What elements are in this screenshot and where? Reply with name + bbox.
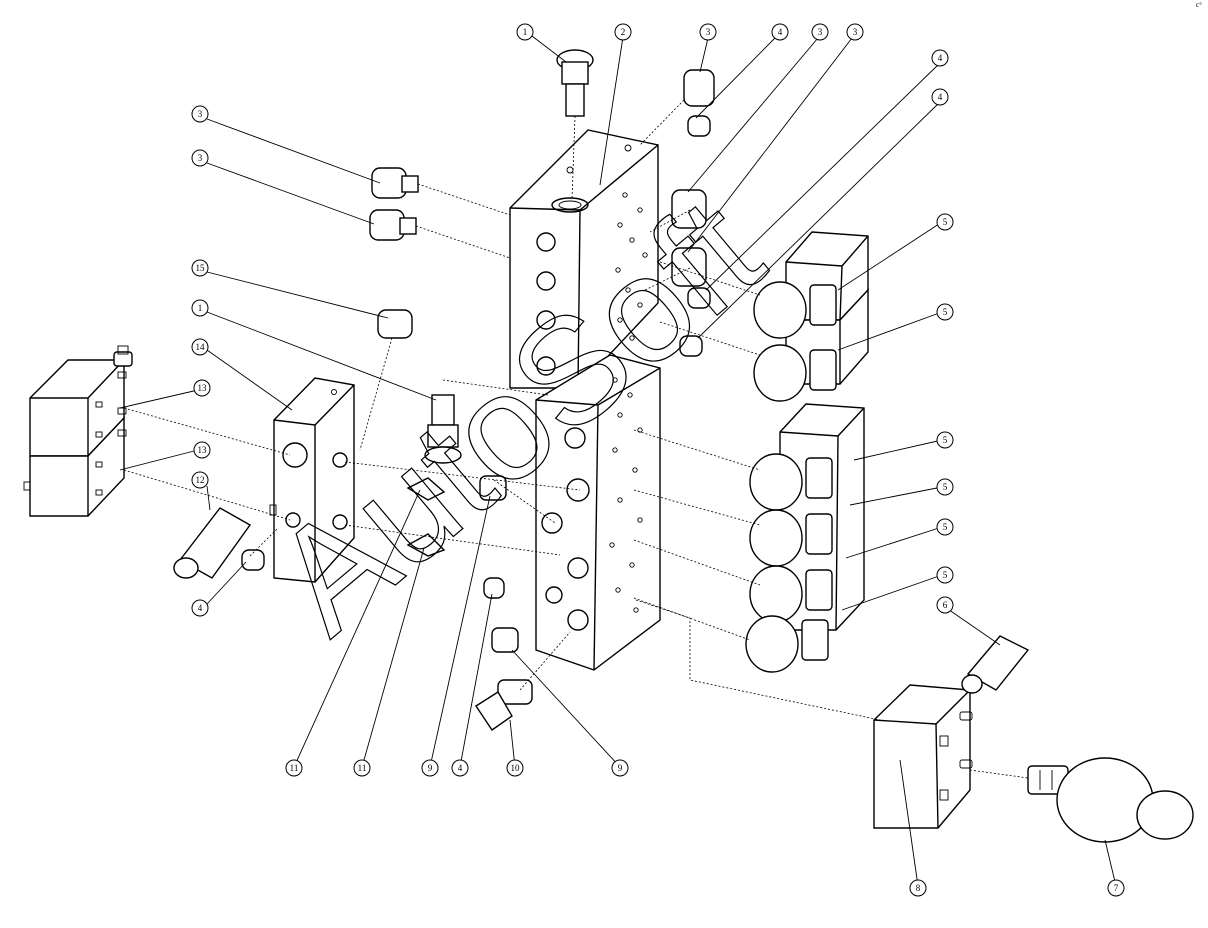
svg-text:3: 3: [198, 109, 203, 119]
plug-4-c: [679, 335, 703, 357]
balloon-9-b: 9: [611, 759, 629, 777]
leader-lines: [119, 35, 1117, 887]
svg-text:4: 4: [458, 763, 463, 773]
svg-text:3: 3: [198, 153, 203, 163]
balloon-4-b: 4: [931, 49, 949, 67]
svg-text:1: 1: [198, 303, 203, 313]
plug-15: [377, 309, 413, 339]
svg-text:7: 7: [1114, 883, 1119, 893]
assembly-lines: [123, 99, 1029, 779]
plug-4-d: [241, 549, 265, 571]
solenoid-valve-stack-upper: [753, 231, 869, 402]
svg-text:1: 1: [523, 27, 528, 37]
svg-text:11: 11: [358, 763, 367, 773]
solenoid-coil-lower: [23, 416, 127, 517]
balloon-7: 7: [1107, 879, 1125, 897]
plug-3-b: [369, 209, 417, 241]
svg-text:4: 4: [778, 27, 783, 37]
balloon-1-top: 1: [516, 23, 534, 41]
svg-text:14: 14: [196, 342, 206, 352]
balloon-14: 14: [191, 338, 209, 356]
svg-text:5: 5: [943, 482, 948, 492]
balloon-12: 12: [191, 471, 209, 489]
balloon-15: 15: [191, 259, 209, 277]
check-valve-11-a: [406, 477, 446, 501]
svg-text:4: 4: [938, 53, 943, 63]
svg-text:12: 12: [196, 475, 205, 485]
svg-text:5: 5: [943, 435, 948, 445]
balloon-10: 10: [506, 759, 524, 777]
corner-mark: c°: [1195, 2, 1202, 9]
svg-text:4: 4: [938, 92, 943, 102]
plug-4-e: [483, 577, 505, 599]
cartridge-valve-center: [424, 394, 462, 464]
svg-text:2: 2: [621, 27, 626, 37]
balloon-5-f: 5: [936, 566, 954, 584]
balloon-8: 8: [909, 879, 927, 897]
plug-3-c: [683, 69, 715, 107]
plug-4-b: [687, 287, 711, 309]
svg-text:5: 5: [943, 522, 948, 532]
balloon-13-b: 13: [193, 441, 211, 459]
svg-text:9: 9: [428, 763, 433, 773]
balloon-3-b: 3: [811, 23, 829, 41]
balloon-9-a: 9: [421, 759, 439, 777]
upper-manifold-block: [509, 129, 659, 389]
cartridge-valve-top: [556, 49, 594, 117]
lower-manifold-block: [535, 354, 661, 671]
check-valve-11-b: [406, 533, 446, 557]
balloon-4-e: 4: [451, 759, 469, 777]
balloon-3-d: 3: [191, 105, 209, 123]
svg-text:6: 6: [943, 600, 948, 610]
balloon-4-c: 4: [931, 88, 949, 106]
plug-3-e: [671, 247, 707, 287]
svg-text:5: 5: [943, 217, 948, 227]
balloon-3-a: 3: [699, 23, 717, 41]
balloon-6: 6: [936, 596, 954, 614]
relief-valve-12: [173, 507, 252, 579]
balloon-2: 2: [614, 23, 632, 41]
balloon-13-a: 13: [193, 379, 211, 397]
svg-text:5: 5: [943, 570, 948, 580]
fitting-9-a: [479, 475, 507, 501]
balloon-5-b: 5: [936, 303, 954, 321]
accumulator-block: [873, 684, 973, 829]
balloon-1-center: 1: [191, 299, 209, 317]
solenoid-valve-stack-lower: [745, 403, 865, 673]
balloon-4-a: 4: [771, 23, 789, 41]
balloon-5-e: 5: [936, 518, 954, 536]
balloon-5-d: 5: [936, 478, 954, 496]
balloon-3-c: 3: [846, 23, 864, 41]
fitting-9-b: [491, 627, 519, 653]
svg-text:13: 13: [198, 383, 208, 393]
balloon-4-d: 4: [191, 599, 209, 617]
svg-text:9: 9: [618, 763, 623, 773]
plug-3-d: [671, 189, 707, 229]
svg-text:13: 13: [198, 445, 208, 455]
svg-text:15: 15: [196, 263, 206, 273]
fitting-10: [475, 679, 533, 731]
plug-4-a: [687, 115, 711, 137]
balloon-5-a: 5: [936, 213, 954, 231]
svg-text:4: 4: [198, 603, 203, 613]
svg-text:3: 3: [818, 27, 823, 37]
svg-text:3: 3: [706, 27, 711, 37]
left-side-block: [269, 377, 355, 583]
svg-text:11: 11: [290, 763, 299, 773]
balloon-3-e: 3: [191, 149, 209, 167]
balloon-11-b: 11: [353, 759, 371, 777]
svg-text:10: 10: [511, 763, 521, 773]
svg-text:5: 5: [943, 307, 948, 317]
svg-text:8: 8: [916, 883, 921, 893]
svg-text:3: 3: [853, 27, 858, 37]
pressure-switch-6: [961, 635, 1030, 694]
balloon-11-a: 11: [285, 759, 303, 777]
hydraulic-accumulator: [1027, 757, 1194, 843]
coil-connector-stub: [113, 345, 133, 367]
plug-3-a: [371, 167, 419, 199]
balloon-5-c: 5: [936, 431, 954, 449]
